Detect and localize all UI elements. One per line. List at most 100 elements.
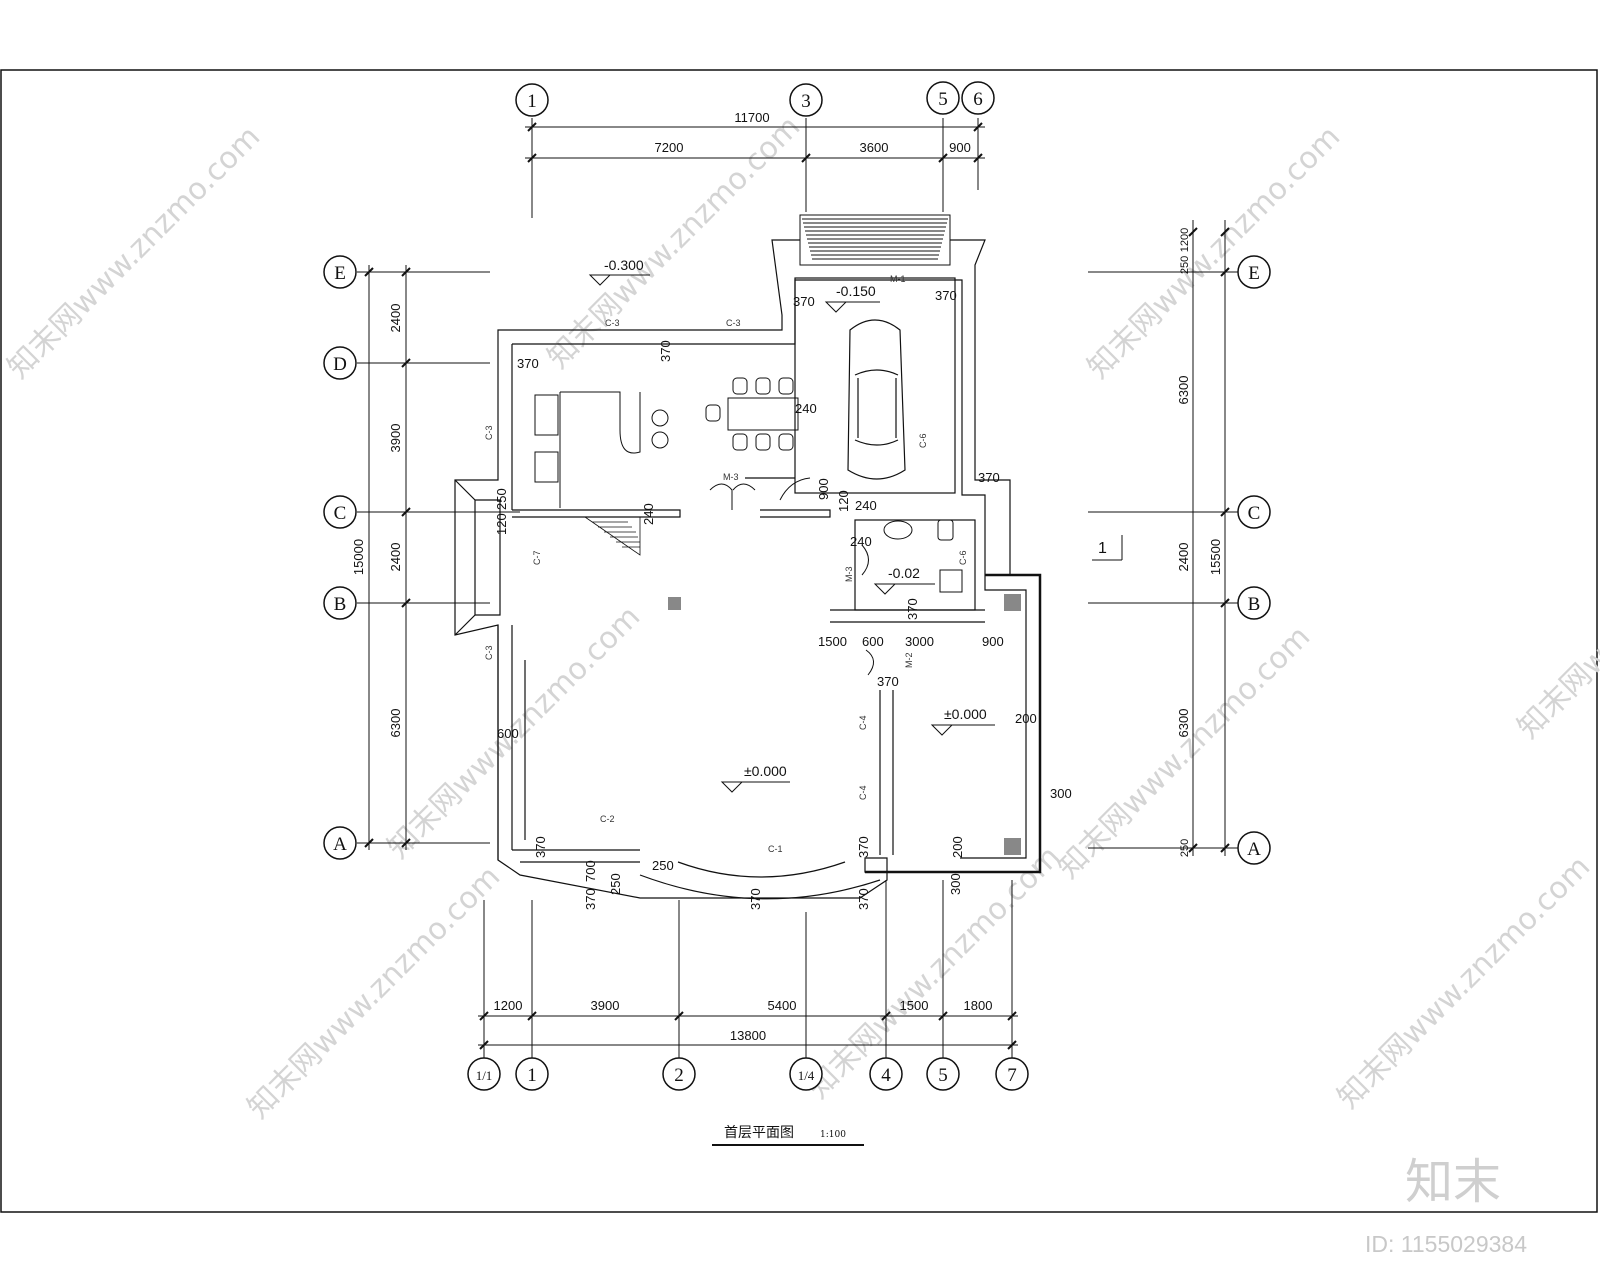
bay-curve-inner — [677, 861, 846, 878]
dim-left-segment: 2400 — [388, 304, 403, 333]
axis-bubble-label: A — [333, 834, 347, 855]
axis-bubble — [515, 83, 549, 117]
axis-bubble-label: D — [333, 354, 347, 375]
elevation-label: ±0.000 — [944, 706, 987, 722]
drawing-frame — [0, 69, 1598, 1213]
stool-icon — [651, 431, 669, 449]
dim-bottom-segment: 1800 — [964, 998, 993, 1013]
interior-dim: 370 — [748, 888, 763, 910]
interior-dim: 370 — [793, 294, 815, 309]
axis-bubble — [926, 1057, 960, 1091]
dim-bottom-overall: 13800 — [730, 1028, 766, 1043]
window-tag: C-1 — [768, 844, 783, 854]
watermark-id: ID: 1155029384 — [1365, 1231, 1527, 1257]
axis-bubble — [662, 1057, 696, 1091]
garage-door — [799, 214, 951, 266]
axis-bubble-label: 7 — [1007, 1065, 1017, 1086]
interior-dim: 370 — [583, 888, 598, 910]
door-swing — [861, 544, 869, 576]
axis-bubble — [323, 586, 357, 620]
axis-bubble-label: 1/1 — [476, 1068, 493, 1083]
column — [1004, 594, 1021, 611]
stair — [584, 516, 641, 556]
washbasin-icon — [883, 520, 913, 540]
interior-dim: 240 — [641, 503, 656, 525]
axis-bubble-label: 5 — [938, 89, 948, 110]
axis-bubble-label: 2 — [674, 1065, 684, 1086]
interior-dim: 3000 — [905, 634, 934, 649]
garage-room — [794, 277, 956, 494]
interior-dim: 200 — [950, 836, 965, 858]
interior-dim: 900 — [982, 634, 1004, 649]
axis-bubble — [1237, 495, 1271, 529]
interior-dim: 370 — [533, 836, 548, 858]
dimension-ticks — [364, 122, 1230, 1050]
dim-right-segment: 1200 — [1179, 228, 1191, 252]
interior-dim: 240 — [850, 534, 872, 549]
elevation-label: -0.150 — [836, 283, 876, 299]
interior-dim: 120 — [836, 490, 851, 512]
window-tag: C-7 — [532, 550, 542, 565]
dim-right-segment: 6300 — [1176, 376, 1191, 405]
section-mark: 1 — [1092, 535, 1123, 561]
car-icon — [847, 319, 906, 480]
bath-fixtures — [883, 519, 963, 593]
interior-dim: 370 — [517, 356, 539, 371]
drawing-title-text: 首层平面图 — [724, 1125, 794, 1141]
interior-dim: 250 — [494, 488, 509, 510]
interior-dim: 600 — [862, 634, 884, 649]
axis-bubble-label: 3 — [801, 91, 811, 112]
drawing-scale: 1:100 — [820, 1130, 846, 1140]
watermark-text: 知末网www.znzmo.com — [1511, 479, 1600, 745]
axis-bubble — [1237, 255, 1271, 289]
watermark-text: 知末网www.znzmo.com — [241, 859, 507, 1125]
door-tag: M-3 — [844, 567, 854, 583]
dim-right-segment: 6300 — [1176, 709, 1191, 738]
axis-bubble-label: C — [334, 503, 347, 524]
toilet-icon — [937, 519, 954, 541]
columns — [668, 594, 1021, 855]
elevation-label: -0.02 — [888, 565, 920, 581]
interior-dim: 240 — [795, 401, 817, 416]
axis-bubble — [323, 826, 357, 860]
kitchen-wall — [760, 509, 831, 518]
bay-curve — [639, 874, 881, 900]
building-walls — [454, 239, 1042, 900]
interior-dim: 250 — [652, 858, 674, 873]
chair-icon — [732, 377, 748, 395]
axis-bubble — [789, 83, 823, 117]
chair-icon — [755, 433, 771, 451]
axis-bubbles: 1 3 5 6 E D C B A E C B A 1/1 1 2 1/4 — [323, 81, 1271, 1091]
dim-bottom-segment: 5400 — [768, 998, 797, 1013]
window-tag: C-3 — [484, 645, 494, 660]
axis-bubble-label: B — [334, 594, 347, 615]
interior-dim: 700 — [583, 860, 598, 882]
chair-icon — [705, 404, 721, 422]
axis-bubble-label: 5 — [938, 1065, 948, 1086]
dimension-lines — [368, 126, 1226, 1046]
window-tag: C-4 — [858, 785, 868, 800]
axis-bubble — [995, 1057, 1029, 1091]
window-tag: C-3 — [484, 425, 494, 440]
watermark-text: 知末网www.znzmo.com — [1081, 119, 1347, 385]
interior-dim: 370 — [877, 674, 899, 689]
window-tag: C-3 — [605, 318, 620, 328]
dim-left-segment: 6300 — [388, 709, 403, 738]
axis-bubble-label: B — [1248, 594, 1261, 615]
dimension-texts: 11700 7200 3600 900 1200 3900 5400 1500 … — [351, 110, 1223, 1043]
interior-dim: 120 — [494, 513, 509, 535]
axis-bubble — [323, 495, 357, 529]
interior-dim: 370 — [856, 888, 871, 910]
dim-bottom-segment: 3900 — [591, 998, 620, 1013]
axis-bubble-label: A — [1247, 839, 1261, 860]
door-swing — [732, 483, 756, 491]
sink-icon — [534, 451, 559, 483]
dim-right-segment: 250 — [1179, 256, 1191, 274]
elevation-label: ±0.000 — [744, 763, 787, 779]
interior-dim: 600 — [497, 726, 519, 741]
stool-icon — [651, 409, 669, 427]
chair-icon — [755, 377, 771, 395]
interior-dim: 900 — [816, 478, 831, 500]
outer-wall — [454, 239, 1041, 899]
